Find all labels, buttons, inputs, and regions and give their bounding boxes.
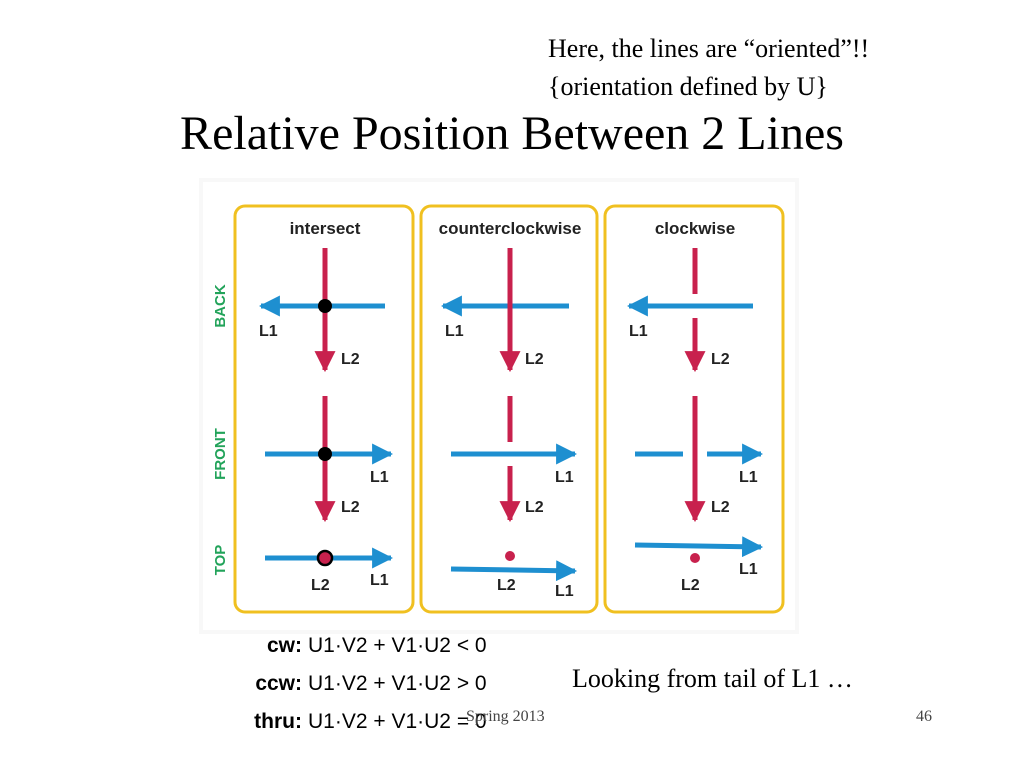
cell-ccw-top: L2 L1	[450, 551, 578, 600]
row-label-back: BACK	[212, 284, 229, 327]
cell-intersect-back: L1 L2	[258, 248, 385, 373]
frame-intersect	[233, 204, 415, 614]
column-header-counterclockwise: counterclockwise	[439, 219, 582, 238]
cell-cw-back: L1 L2	[626, 248, 753, 373]
label-l1: L1	[370, 469, 389, 486]
label-l2: L2	[711, 351, 730, 368]
formula-thru-expr: U1·V2 + V1·U2 = 0	[308, 710, 487, 733]
label-l1: L1	[445, 323, 464, 340]
frame-counterclockwise	[419, 204, 599, 614]
line-l2-point	[505, 551, 515, 561]
label-l2: L2	[311, 577, 330, 594]
formula-thru-name: thru:	[254, 710, 302, 733]
formula-ccw-expr: U1·V2 + V1·U2 > 0	[308, 672, 487, 695]
line-l1	[634, 536, 764, 558]
intersection-point	[316, 549, 334, 567]
label-l2: L2	[711, 499, 730, 516]
line-l2-point	[690, 553, 700, 563]
label-l2: L2	[341, 499, 360, 516]
formula-cw-name: cw:	[266, 634, 302, 657]
label-l1: L1	[555, 583, 574, 600]
frame-clockwise	[603, 204, 785, 614]
label-l1: L1	[629, 323, 648, 340]
column-header-clockwise: clockwise	[655, 219, 735, 238]
line-l1	[450, 560, 578, 582]
label-l1: L1	[259, 323, 278, 340]
footer-date: Spring 2013	[466, 708, 545, 725]
figure-svg: intersect counterclockwise clockwise BAC…	[199, 178, 799, 634]
cell-ccw-back: L1 L2	[440, 248, 569, 373]
formula-ccw: ccw: U1·V2 + V1·U2 > 0	[238, 672, 487, 702]
label-l1: L1	[555, 469, 574, 486]
label-l2: L2	[525, 351, 544, 368]
slide-number: 46	[916, 708, 932, 725]
intersection-point	[318, 299, 332, 313]
formula-cw-expr: U1·V2 + V1·U2 < 0	[308, 634, 487, 657]
slide-title: Relative Position Between 2 Lines	[180, 107, 844, 160]
cell-intersect-front: L1 L2	[265, 396, 394, 523]
caption-text: Looking from tail of L1 …	[572, 664, 853, 693]
label-l2: L2	[497, 577, 516, 594]
row-label-top: TOP	[212, 545, 229, 576]
row-label-front: FRONT	[212, 428, 229, 480]
cell-intersect-top: L2 L1	[265, 547, 394, 594]
label-l1: L1	[370, 572, 389, 589]
cell-cw-front: L1 L2	[635, 396, 764, 523]
label-l2: L2	[525, 499, 544, 516]
formula-thru: thru: U1·V2 + V1·U2 = 0	[238, 710, 487, 740]
formula-ccw-name: ccw:	[255, 672, 302, 695]
label-l1: L1	[739, 469, 758, 486]
figure-panel	[203, 182, 795, 630]
column-header-intersect: intersect	[290, 219, 361, 238]
label-l1: L1	[739, 561, 758, 578]
formula-cw: cw: U1·V2 + V1·U2 < 0	[238, 634, 487, 664]
label-l2: L2	[681, 577, 700, 594]
intersection-point	[318, 447, 332, 461]
label-l2: L2	[341, 351, 360, 368]
note-line-1: Here, the lines are “oriented”!!	[548, 34, 870, 63]
note-line-2: {orientation defined by U}	[548, 72, 828, 101]
cell-cw-top: L1 L2	[634, 536, 764, 594]
orientation-note: Here, the lines are “oriented”!! {orient…	[548, 30, 869, 106]
cell-ccw-front: L1 L2	[451, 396, 578, 523]
line-position-figure: intersect counterclockwise clockwise BAC…	[199, 178, 799, 639]
